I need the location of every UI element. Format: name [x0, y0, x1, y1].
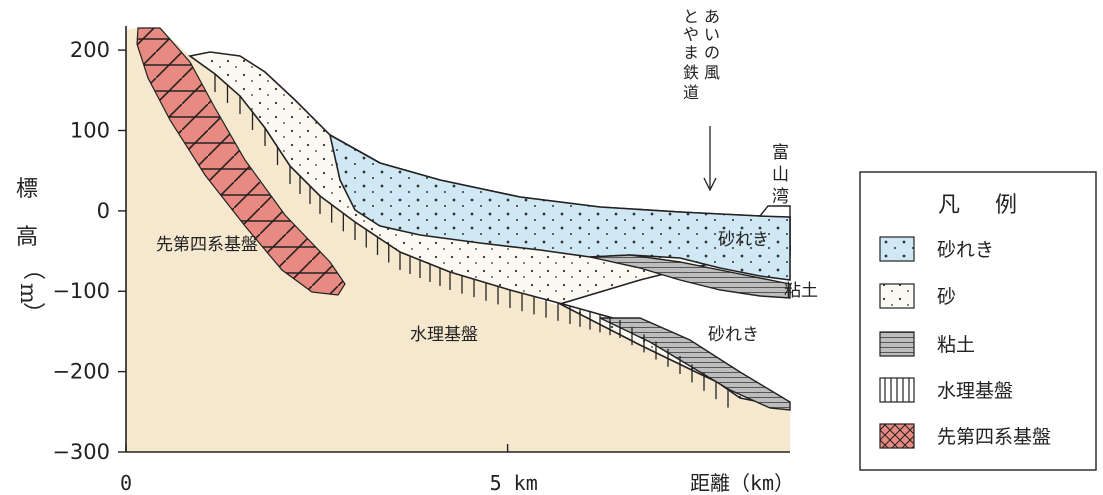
svg-text:風: 風 [704, 63, 720, 82]
y-label-char: 高 [16, 225, 38, 250]
bay-water [760, 206, 790, 217]
legend-label: 砂れき [937, 239, 994, 261]
legend-swatch-gravel [880, 237, 914, 261]
y-label-char: ） [20, 302, 45, 324]
svg-text:あ: あ [704, 7, 720, 26]
legend: 凡 例 砂れき 砂 粘土 水理基盤 先第四系基盤 [860, 172, 1096, 470]
svg-text:や: や [683, 25, 699, 44]
legend-label: 水理基盤 [937, 380, 1013, 402]
y-ticks: 200 100 0 −100 −200 −300 [52, 38, 126, 464]
legend-title: 凡 例 [938, 193, 1031, 218]
railway-arrow [704, 126, 716, 190]
label-clay: 粘土 [784, 281, 818, 301]
y-tick-label: −300 [52, 440, 110, 464]
legend-swatch-basement [880, 378, 914, 402]
x-tick-label: 5 km [490, 471, 538, 495]
svg-text:の: の [704, 43, 720, 62]
railway-label: あ い の 風 と や ま 鉄 道 [683, 7, 720, 102]
svg-text:鉄: 鉄 [683, 63, 699, 82]
x-tick-label: 0 [120, 471, 132, 495]
y-label-char: m [15, 283, 40, 304]
bay-label-char: 湾 [772, 187, 789, 207]
svg-text:ま: ま [683, 43, 699, 62]
y-label-char: 標 [16, 177, 38, 202]
label-gravel-upper: 砂れき [718, 230, 769, 250]
bay-label-char: 山 [772, 165, 789, 185]
svg-text:い: い [704, 25, 720, 44]
y-tick-label: −200 [52, 360, 110, 384]
legend-label: 粘土 [937, 334, 975, 356]
y-tick-label: 0 [97, 199, 110, 223]
svg-text:道: 道 [683, 83, 699, 102]
legend-label: 先第四系基盤 [937, 426, 1051, 448]
y-tick-label: 100 [70, 118, 110, 142]
y-tick-label: 200 [70, 38, 110, 62]
label-hydro-basement: 水理基盤 [410, 325, 478, 345]
svg-text:と: と [683, 7, 699, 26]
legend-swatch-sand [880, 284, 914, 308]
bay-label-char: 富 [772, 143, 789, 163]
x-axis-label: 距離（km） [690, 471, 794, 495]
legend-swatch-prequaternary [880, 424, 914, 448]
label-prequaternary: 先第四系基盤 [156, 235, 258, 255]
y-label-char: （ [20, 258, 45, 280]
legend-label: 砂 [937, 286, 956, 308]
legend-swatch-clay [880, 332, 914, 356]
y-tick-label: −100 [52, 279, 110, 303]
label-gravel-lower: 砂れき [708, 325, 759, 345]
